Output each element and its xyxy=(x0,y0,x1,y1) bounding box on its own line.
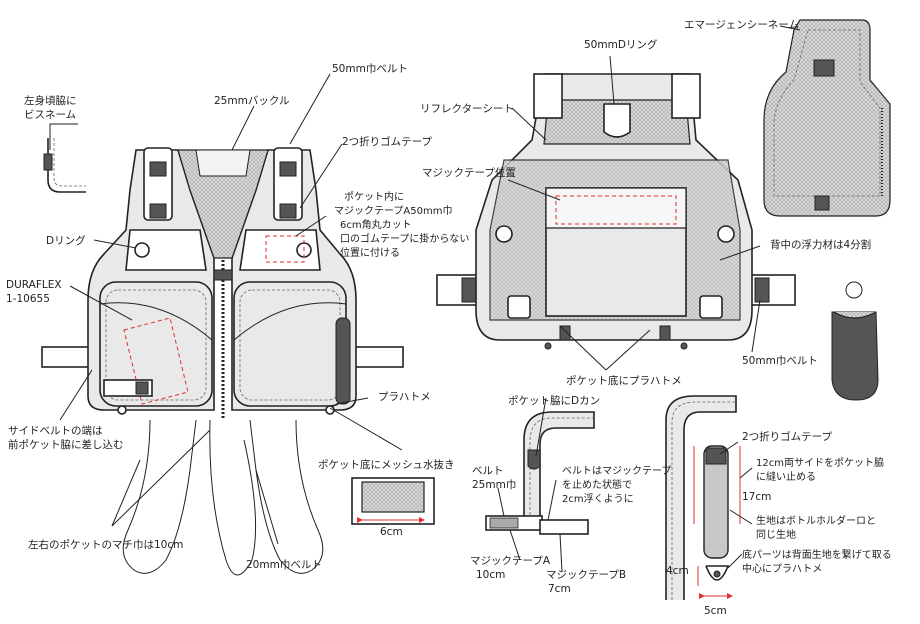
name-tag-icon xyxy=(813,59,835,77)
label-velcro-position: マジックテープ位置 xyxy=(422,166,516,179)
buckle-icon xyxy=(754,277,770,303)
label-velcro-a-1: マジックテープA xyxy=(470,555,551,567)
label-velcro-b-2: 7cm xyxy=(548,583,571,595)
carabiner-icon xyxy=(845,281,863,299)
label-side-belt-1: サイドベルトの端は xyxy=(8,424,103,437)
d-ring-icon xyxy=(134,242,150,258)
label-sewn-12cm-1: 12cm両サイドをポケット脇 xyxy=(756,457,884,469)
label-bottle-holder-2: 同じ生地 xyxy=(756,528,796,541)
label-velcro-a-2: 10cm xyxy=(476,569,505,581)
label-duraflex-1: DURAFLEX xyxy=(6,279,62,291)
label-duraflex-2: 1-10655 xyxy=(6,293,50,305)
eyelet-icon xyxy=(699,295,723,319)
label-d-ring-50mm: 50mmDリング xyxy=(584,38,658,51)
buckle-icon xyxy=(461,277,477,303)
label-mesh-drain: ポケット底にメッシュ水抜き xyxy=(318,458,455,471)
label-plastic-eyelet: プラハトメ xyxy=(378,391,431,403)
pocket-side-detail xyxy=(485,411,595,535)
label-pocket-velcro-2: マジックテープA50mm巾 xyxy=(334,204,452,217)
name-tag-icon xyxy=(43,153,53,171)
label-shoulder-name-2: ビスネーム xyxy=(24,109,76,121)
back-vest xyxy=(436,73,796,350)
d-ring-icon xyxy=(495,225,513,243)
label-back-float: 背中の浮力材は4分割 xyxy=(770,238,871,251)
label-belt-50mm-top: 50mm巾ベルト xyxy=(332,62,408,75)
label-bottle-holder-1: 生地はボトルホルダーロと xyxy=(756,514,876,527)
side-belt-back-right xyxy=(744,274,796,306)
leader-lines xyxy=(49,25,801,573)
label-dim-4cm: 4cm xyxy=(666,565,689,577)
label-layer: 左身頃脇に ビスネーム 50mm巾ベルト 25mmバックル 2つ折りゴムテープ … xyxy=(6,19,892,617)
label-belt-25mm-1: ベルト xyxy=(472,465,504,477)
label-sewn-12cm-2: に縫い止める xyxy=(756,470,816,483)
bottle-pocket-detail xyxy=(665,395,741,600)
label-reflector: リフレクターシート xyxy=(420,103,514,115)
label-pocket-bottom-eyelet: ポケット底にプラハトメ xyxy=(566,374,682,387)
label-side-belt-2: 前ポケット脇に差し込む xyxy=(8,438,124,451)
buckle-icon xyxy=(149,203,167,219)
label-belt-float-1: ベルトはマジックテープ xyxy=(562,465,671,477)
buckle-icon xyxy=(279,203,297,219)
label-belt-25mm-2: 25mm巾 xyxy=(472,478,516,491)
label-buckle-25mm: 25mmバックル xyxy=(214,95,290,107)
label-belt-float-3: 2cm浮くように xyxy=(562,493,634,505)
label-pocket-d-can: ポケット脇にDカン xyxy=(508,395,600,407)
d-ring-icon xyxy=(717,225,735,243)
label-pocket-velcro-4: 口のゴムテープに掛からない xyxy=(340,232,469,245)
d-ring-icon xyxy=(527,449,541,470)
label-bottom-parts-2: 中心にプラハトメ xyxy=(742,562,822,575)
mesh-drain-detail xyxy=(351,477,435,525)
label-dim-17cm: 17cm xyxy=(742,491,771,503)
label-emergency-name: エマージェンシーネーム xyxy=(684,19,799,31)
eyelet-icon xyxy=(117,405,127,415)
label-pocket-gusset: 左右のポケットのマチ巾は10cm xyxy=(28,538,183,551)
emergency-name-panel xyxy=(763,19,891,217)
bottle-holder xyxy=(831,281,879,401)
label-belt-20mm: 20mm巾ベルト xyxy=(246,558,322,571)
eyelet-icon xyxy=(507,295,531,319)
buckle-icon xyxy=(149,161,167,177)
label-pocket-velcro-5: 位置に付ける xyxy=(340,246,400,259)
shoulder-detail xyxy=(43,138,86,193)
label-elastic-tape: 2つ折りゴムテープ xyxy=(342,135,433,148)
label-velcro-b-1: マジックテープB xyxy=(546,569,626,581)
label-elastic-tape-2: 2つ折りゴムテープ xyxy=(742,430,833,443)
eyelet-icon xyxy=(713,570,721,578)
label-d-ring: Dリング xyxy=(46,234,86,247)
label-dim-5cm: 5cm xyxy=(704,605,727,617)
front-vest xyxy=(41,147,404,576)
d-ring-icon xyxy=(603,103,631,138)
label-bottom-parts-1: 底パーツは背面生地を繋げて取る xyxy=(742,548,892,561)
label-belt-float-2: を止めた状態で xyxy=(562,478,632,491)
label-pocket-velcro-3: 6cm角丸カット xyxy=(340,218,412,231)
buckle-icon xyxy=(279,161,297,177)
label-belt-50mm-back: 50mm巾ベルト xyxy=(742,354,818,367)
label-pocket-velcro-1: ポケット内に xyxy=(344,190,404,203)
label-mesh-width: 6cm xyxy=(380,526,403,538)
label-shoulder-name-1: 左身頃脇に xyxy=(24,94,77,107)
